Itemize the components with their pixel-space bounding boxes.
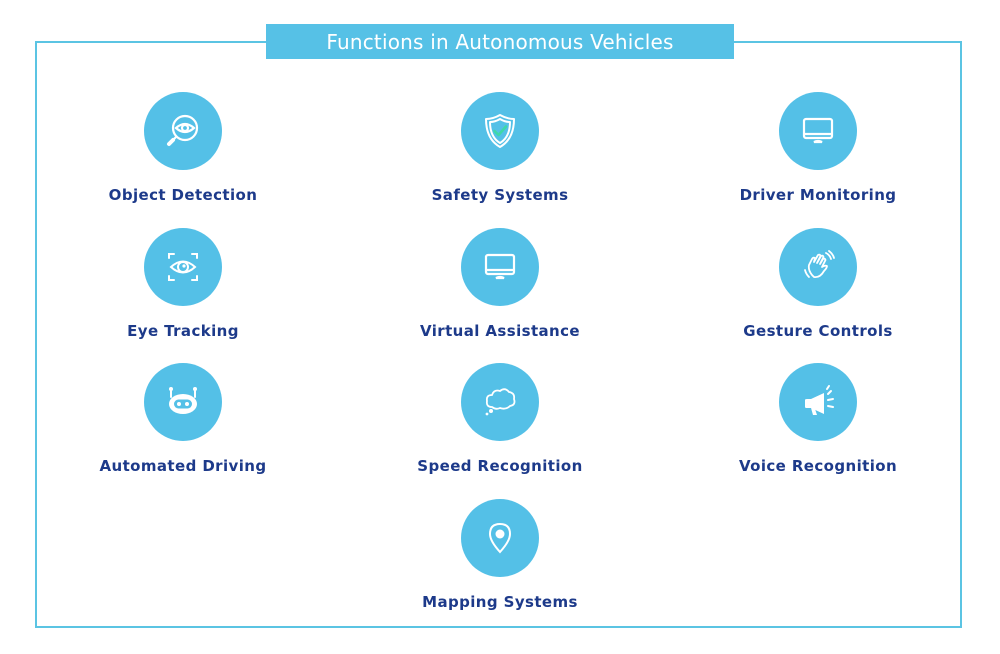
function-automated-driving: Automated Driving (63, 363, 303, 475)
eye-magnifier-icon (167, 114, 199, 146)
monitor-icon (802, 117, 834, 144)
function-speed-recognition: Speed Recognition (380, 363, 620, 475)
function-voice-recognition: Voice Recognition (698, 363, 938, 475)
function-label: Virtual Assistance (420, 322, 580, 340)
robot-head-icon (169, 387, 197, 414)
function-object-detection: Object Detection (63, 92, 303, 204)
monitor-icon (484, 253, 516, 280)
page-title: Functions in Autonomous Vehicles (326, 29, 674, 54)
map-pin-icon (488, 522, 512, 554)
function-label: Safety Systems (431, 186, 569, 204)
function-label: Object Detection (108, 186, 258, 204)
function-label: Voice Recognition (738, 457, 898, 475)
thought-bubble-icon (485, 388, 516, 416)
shield-check-icon (485, 114, 515, 148)
title-banner: Functions in Autonomous Vehicles (266, 24, 734, 59)
function-driver-monitoring: Driver Monitoring (698, 92, 938, 204)
function-virtual-assistance: Virtual Assistance (380, 228, 620, 340)
function-mapping-systems: Mapping Systems (380, 499, 620, 611)
function-gesture-controls: Gesture Controls (698, 228, 938, 340)
function-label: Gesture Controls (743, 322, 893, 340)
function-label: Speed Recognition (417, 457, 583, 475)
function-label: Mapping Systems (422, 593, 578, 611)
function-label: Automated Driving (99, 457, 267, 475)
megaphone-icon (805, 385, 834, 415)
waving-hand-icon (804, 250, 835, 279)
eye-scan-icon (168, 253, 198, 281)
function-label: Eye Tracking (127, 322, 239, 340)
function-safety-systems: Safety Systems (380, 92, 620, 204)
function-label: Driver Monitoring (739, 186, 897, 204)
function-eye-tracking: Eye Tracking (63, 228, 303, 340)
